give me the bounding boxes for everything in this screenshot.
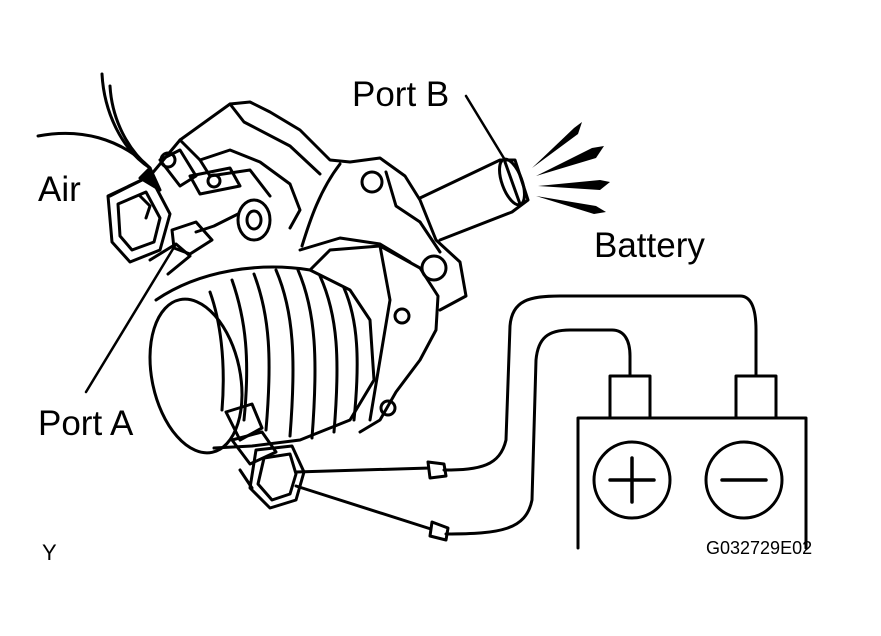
motor-electrical-connector	[224, 402, 306, 510]
motor-housing	[148, 244, 440, 455]
port-a-leader-line	[84, 242, 178, 394]
battery-positive-terminal	[608, 374, 652, 420]
battery-negative-terminal	[734, 374, 778, 420]
battery-label: Battery	[594, 226, 705, 265]
air-spray	[532, 122, 610, 214]
valve-upper-body	[108, 100, 468, 312]
figure-code: G032729E02	[706, 538, 813, 558]
battery-body	[576, 416, 808, 550]
port-b-label: Port B	[352, 75, 450, 114]
port-b-leader-line	[464, 94, 507, 162]
port-a-label: Port A	[38, 404, 134, 443]
connector-bracket	[148, 220, 214, 276]
test-leads	[294, 294, 758, 542]
port-b-fitting	[418, 157, 530, 242]
inlet-connector	[106, 148, 242, 264]
corner-letter: Y	[42, 540, 57, 565]
battery	[576, 374, 808, 550]
air-label: Air	[38, 170, 81, 209]
